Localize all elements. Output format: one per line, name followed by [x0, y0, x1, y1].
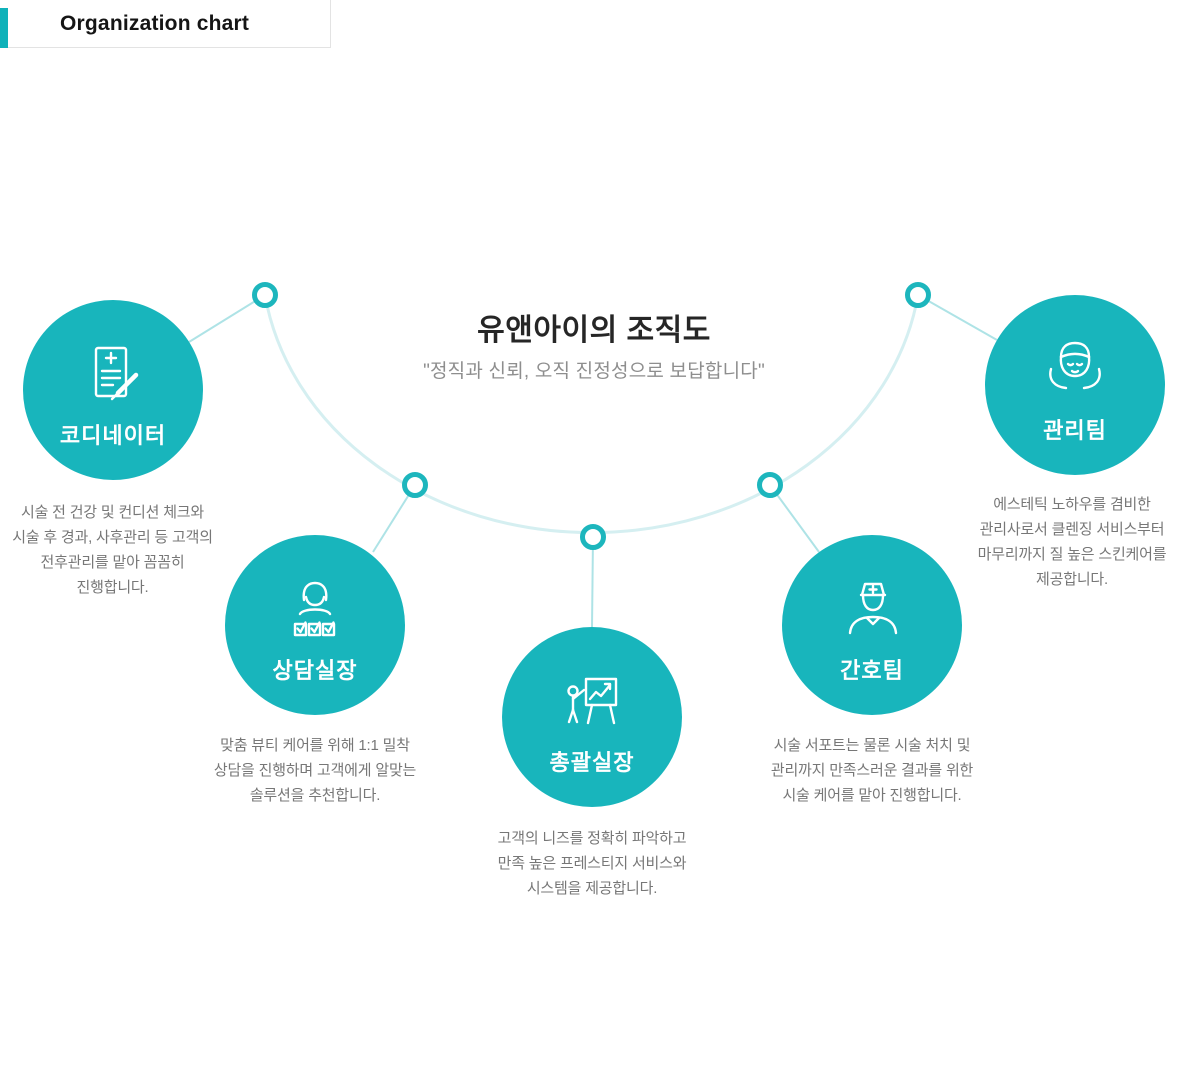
header-accent-bar: [0, 8, 8, 48]
connector-general: [591, 536, 594, 628]
section-title: 유앤아이의 조직도: [477, 314, 711, 347]
node-dot: [402, 472, 428, 498]
presentation-chart-icon: [556, 667, 628, 739]
node-dot: [905, 282, 931, 308]
node-dot: [580, 524, 606, 550]
dept-description: 맞춤 뷰티 케어를 위해 1:1 밀착 상담을 진행하며 고객에게 알맞는 솔루…: [213, 737, 417, 804]
node-dot: [252, 282, 278, 308]
dept-label: 코디네이터: [59, 423, 167, 448]
dept-label: 관리팀: [1043, 418, 1107, 443]
nurse-icon: [836, 575, 908, 647]
section-header: Organization chart: [0, 0, 331, 48]
connector-nurse: [769, 484, 820, 553]
connector-lines: [188, 294, 998, 628]
connector-care: [917, 294, 998, 341]
facial-care-icon: [1039, 335, 1111, 407]
dept-description: 시술 서포트는 물론 시술 처치 및 관리까지 만족스러운 결과를 위한 시술 …: [770, 737, 974, 804]
dept-label: 간호팀: [840, 658, 904, 683]
dept-circle-consulting-manager: 상담실장: [225, 535, 405, 715]
dept-circle-care-team: 관리팀: [985, 295, 1165, 475]
dept-label: 총괄실장: [549, 750, 635, 775]
consultant-checklist-icon: [279, 575, 351, 647]
dept-circle-nursing-team: 간호팀: [782, 535, 962, 715]
medical-document-pen-icon: [77, 340, 149, 412]
dept-description: 에스테틱 노하우를 겸비한 관리사로서 클렌징 서비스부터 마무리까지 질 높은…: [977, 496, 1167, 588]
dept-description: 고객의 니즈를 정확히 파악하고 만족 높은 프레스티지 서비스와 시스템을 제…: [497, 830, 687, 897]
dept-circle-general-manager: 총괄실장: [502, 627, 682, 807]
page-title: Organization chart: [60, 11, 250, 35]
dept-label: 상담실장: [272, 658, 358, 683]
connector-coordinator: [188, 294, 266, 343]
dept-description: 시술 전 건강 및 컨디션 체크와 시술 후 경과, 사후관리 등 고객의 전후…: [12, 504, 213, 596]
node-dot: [757, 472, 783, 498]
section-subtitle: "정직과 신뢰, 오직 진정성으로 보답합니다": [423, 361, 765, 382]
arc-nodes: [252, 282, 931, 550]
connector-consult: [372, 484, 416, 553]
dept-circle-coordinator: 코디네이터: [23, 300, 203, 480]
